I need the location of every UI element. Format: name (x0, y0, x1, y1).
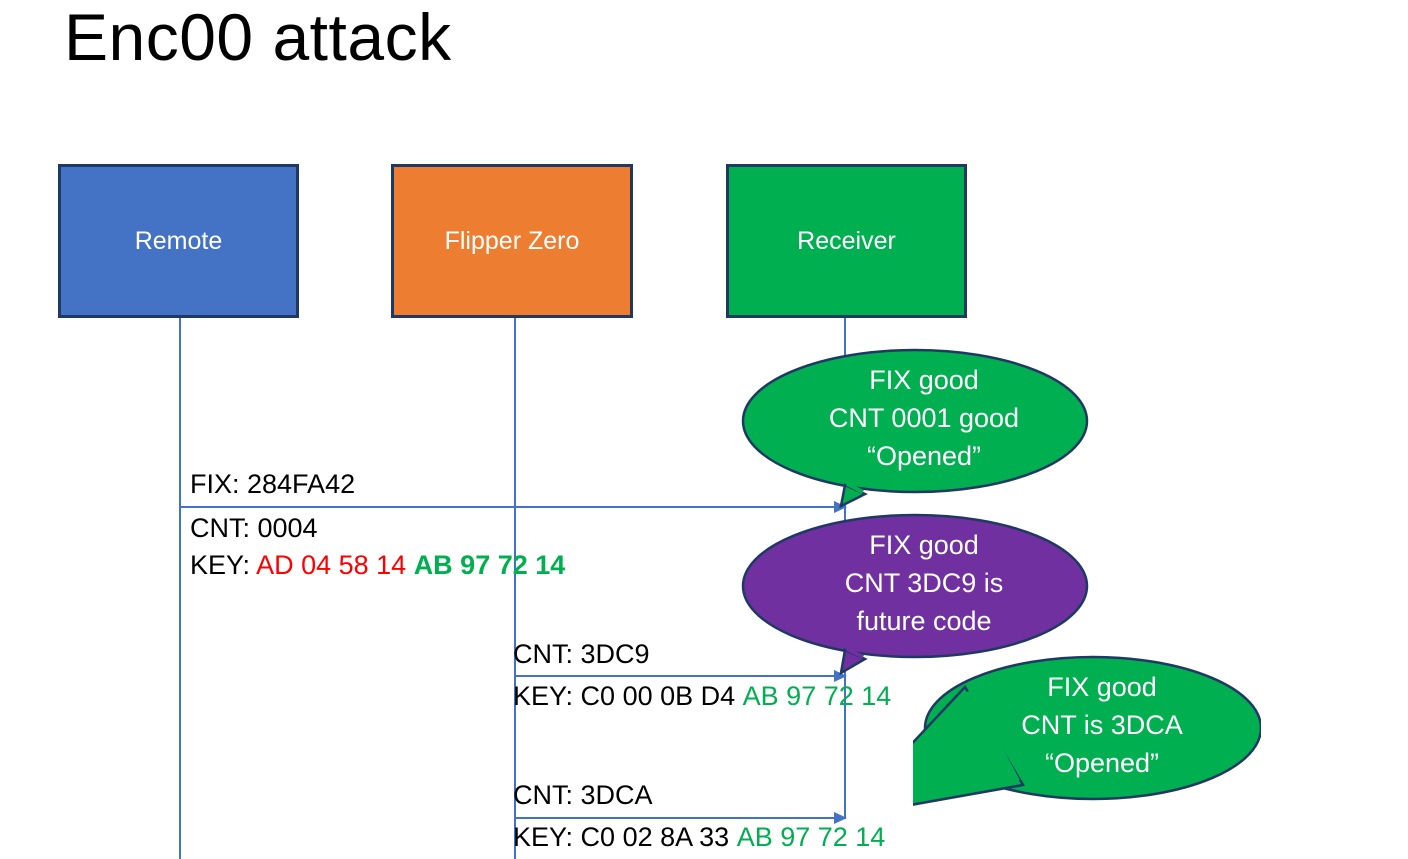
key-space (729, 822, 737, 852)
key-black-bytes: C0 02 8A 33 (580, 822, 730, 852)
key-green-bytes: AB 97 72 14 (736, 822, 886, 852)
lifeline-remote (179, 318, 181, 859)
message-label-cnt-3dc9: CNT: 3DC9 (513, 639, 650, 669)
key-red-bytes: AD 04 58 14 (256, 550, 407, 580)
callout-shape-purple (741, 513, 1089, 676)
key-prefix: KEY: (190, 550, 257, 580)
message-arrow-flipper-to-receiver-3dc9 (515, 670, 847, 682)
message-label-key-3dc9: KEY: C0 00 0B D4 AB 97 72 14 (513, 676, 891, 716)
message-label-fix: FIX: 284FA42 (190, 469, 356, 499)
key-space (735, 681, 743, 711)
key-green-bytes: AB 97 72 14 (742, 681, 892, 711)
message-label-key-3dca: KEY: C0 02 8A 33 AB 97 72 14 (513, 817, 885, 857)
key-green-bytes: AB 97 72 14 (413, 550, 566, 580)
key-prefix: KEY: (513, 822, 581, 852)
callout-shape-green-2 (913, 655, 1261, 806)
actor-box-flipper-zero[interactable]: Flipper Zero (391, 164, 633, 318)
callout-bubble-fix-good-cnt-0001[interactable]: FIX good CNT 0001 good “Opened” (741, 348, 1089, 514)
callout-bubble-fix-good-cnt-3dca[interactable]: FIX good CNT is 3DCA “Opened” (913, 655, 1261, 821)
key-prefix: KEY: (513, 681, 581, 711)
key-space (406, 550, 414, 580)
actor-label-receiver: Receiver (797, 226, 896, 255)
page-title: Enc00 attack (64, 0, 452, 74)
actor-box-receiver[interactable]: Receiver (726, 164, 967, 318)
message-label-cnt-0004: CNT: 0004 (190, 513, 318, 543)
actor-box-remote[interactable]: Remote (58, 164, 299, 318)
message-label-key-0004: KEY: AD 04 58 14 AB 97 72 14 (190, 545, 565, 585)
actor-label-flipper-zero: Flipper Zero (444, 226, 580, 255)
lifeline-flipper-zero (514, 318, 516, 859)
message-arrow-flipper-to-receiver-3dca (515, 812, 847, 824)
callout-shape-green-1 (741, 348, 1089, 509)
message-label-cnt-3dca: CNT: 3DCA (513, 780, 653, 810)
actor-label-remote: Remote (134, 226, 223, 255)
key-black-bytes: C0 00 0B D4 (580, 681, 736, 711)
